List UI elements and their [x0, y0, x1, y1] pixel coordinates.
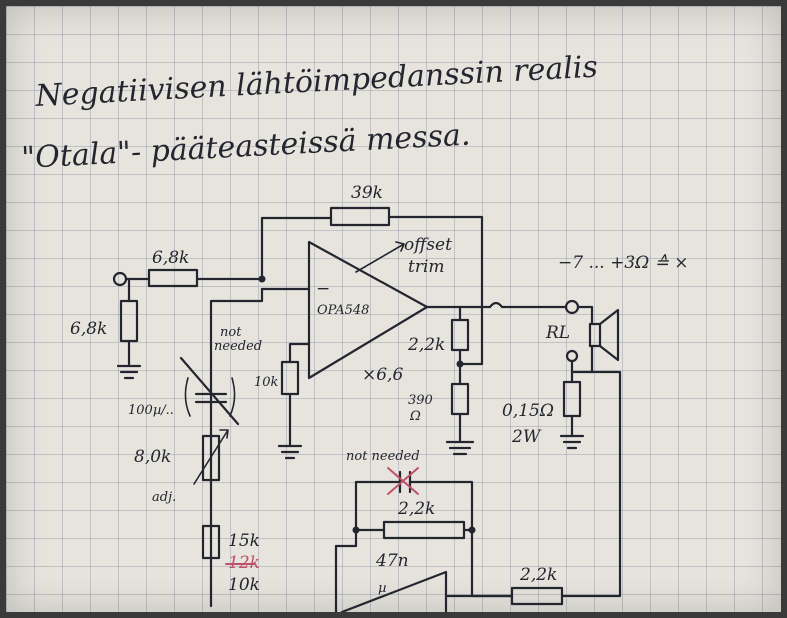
label-opamp-model: OPA548	[317, 303, 369, 318]
label-cap-100u: 100µ/..	[128, 403, 174, 418]
wire-bottom-left	[334, 528, 358, 612]
ground-symbol-1	[116, 339, 142, 380]
schematic-drawing: Negatiivisen lähtöimpedanssin realis "Ot…	[21, 50, 689, 612]
label-not-needed-1a: not	[220, 325, 242, 340]
label-not-needed-1b: needed	[214, 339, 262, 354]
label-offset-trim-2: trim	[408, 257, 445, 277]
graph-paper-sheet: Negatiivisen lähtöimpedanssin realis "Ot…	[6, 6, 781, 612]
resistor-2k2-bottom	[382, 520, 466, 540]
ground-symbol-3	[445, 412, 475, 456]
strike-bottom-cap	[387, 467, 419, 495]
label-r-2k2: 2,2k	[407, 335, 445, 355]
wire-feedback-left	[260, 216, 333, 281]
wire-compensation-branch	[209, 287, 264, 608]
opamp-triangle	[307, 240, 429, 380]
label-r-15k: 15k	[228, 531, 260, 551]
resistor-15k	[201, 524, 221, 560]
input-terminal	[112, 271, 128, 287]
resistor-10k	[280, 360, 300, 396]
wire-noninverting-input	[288, 342, 311, 364]
resistor-feedback	[329, 206, 391, 227]
label-load: RL	[545, 323, 570, 343]
adjust-arrow	[193, 429, 229, 485]
output-terminal	[564, 299, 580, 315]
label-r-shunt: 6,8k	[70, 319, 107, 339]
label-adj: adj.	[152, 490, 176, 505]
label-r-10k: 10k	[254, 375, 279, 390]
label-r-10k-bottom: 10k	[228, 575, 260, 595]
label-r-input: 6,8k	[152, 248, 189, 268]
wire-sense-return	[560, 359, 622, 598]
label-r-2k2-c: 2,2k	[519, 565, 557, 585]
ground-symbol-4	[559, 414, 585, 450]
wire-bottom-right	[470, 528, 514, 598]
label-range: −7 ... +3Ω ≙ ×	[558, 253, 689, 273]
offset-trim-arrow	[355, 241, 405, 273]
wire-feedback-right	[387, 215, 484, 310]
resistor-sense	[562, 380, 582, 418]
label-not-needed-2: not needed	[346, 449, 420, 464]
wire-output-hop	[488, 301, 568, 309]
resistor-input	[147, 268, 199, 288]
speaker-cone	[598, 308, 620, 362]
label-cap-47n: 47n	[375, 551, 409, 571]
label-r-feedback: 39k	[351, 183, 383, 203]
opamp-bottom-partial	[340, 570, 448, 612]
resistor-shunt	[119, 299, 139, 343]
label-offset-trim-1: offset	[404, 235, 452, 255]
label-r-2k2-b: 2,2k	[397, 499, 435, 519]
opamp-minus-sign: −	[316, 279, 330, 299]
wire-bottom-cap-loop	[354, 480, 474, 532]
wire-divider-feedback	[458, 306, 484, 366]
resistor-390	[450, 382, 470, 416]
ground-symbol-2	[277, 392, 303, 460]
resistor-2k2-output	[510, 586, 564, 606]
speaker-body	[588, 322, 602, 348]
label-r-sense: 0,15Ω	[502, 401, 554, 421]
heading-line-1: Negatiivisen lähtöimpedanssin realis	[34, 50, 599, 114]
label-gain: ×6,6	[362, 365, 403, 385]
label-r-8k: 8,0k	[134, 447, 171, 467]
resistor-8k-adjustable	[201, 434, 221, 482]
resistor-2k2-divider	[450, 318, 470, 352]
label-ohm: Ω	[409, 409, 421, 424]
label-r-390: 390	[408, 393, 433, 408]
wire-load-top	[576, 305, 594, 326]
strike-capacitor	[179, 356, 240, 426]
capacitor-brackets	[184, 377, 236, 417]
load-terminal	[565, 349, 579, 363]
heading-line-2: "Otala"- pääteasteissä messa.	[21, 118, 472, 176]
label-r-sense-power: 2W	[511, 427, 542, 447]
label-cap-47n-unit: µ	[378, 581, 386, 596]
